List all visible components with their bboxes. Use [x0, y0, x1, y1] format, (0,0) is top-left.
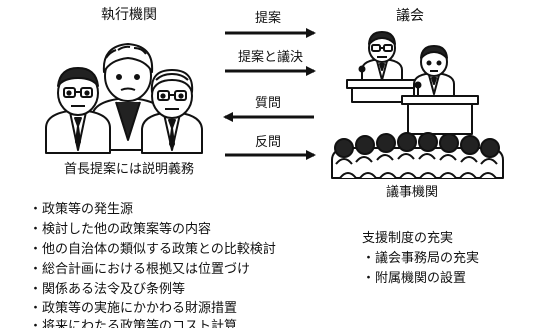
- list-item: ・他の自治体の類似する政策との比較検討: [29, 242, 276, 257]
- assembly-illustration: [331, 31, 504, 179]
- executive-title: 執行機関: [101, 7, 157, 23]
- list-item: ・政策等の発生源: [29, 202, 134, 217]
- list-item: ・検討した他の政策案等の内容: [29, 222, 212, 237]
- list-item: ・政策等の実施にかかわる財源措置: [29, 301, 238, 316]
- arrow-label-question: 質問: [255, 96, 282, 111]
- support-item: ・議会事務局の充実: [362, 251, 480, 266]
- executive-officials-illustration: [45, 43, 203, 154]
- list-item: ・関係ある法令及び条例等: [29, 282, 186, 297]
- assembly-title: 議会: [396, 8, 424, 24]
- official-front-right: [141, 69, 203, 154]
- support-item: ・附属機関の設置: [362, 271, 467, 286]
- arrow-label-counter-question: 反問: [255, 135, 282, 150]
- assembly-audience: [331, 132, 504, 179]
- list-item: ・将来にわたる政策等のコスト計算: [29, 319, 238, 328]
- arrow-label-proposal: 提案: [255, 11, 282, 26]
- assembly-caption: 議事機関: [386, 185, 439, 200]
- support-title: 支援制度の充実: [362, 231, 454, 246]
- list-item: ・総合計画における根拠又は位置づけ: [29, 262, 251, 277]
- official-front-left: [45, 67, 111, 154]
- assembly-speaker-front: [401, 45, 479, 135]
- arrow-label-proposal-and-vote: 提案と議決: [238, 50, 304, 65]
- executive-caption: 首長提案には説明義務: [64, 162, 195, 177]
- assembly-speaker-back: [346, 31, 422, 103]
